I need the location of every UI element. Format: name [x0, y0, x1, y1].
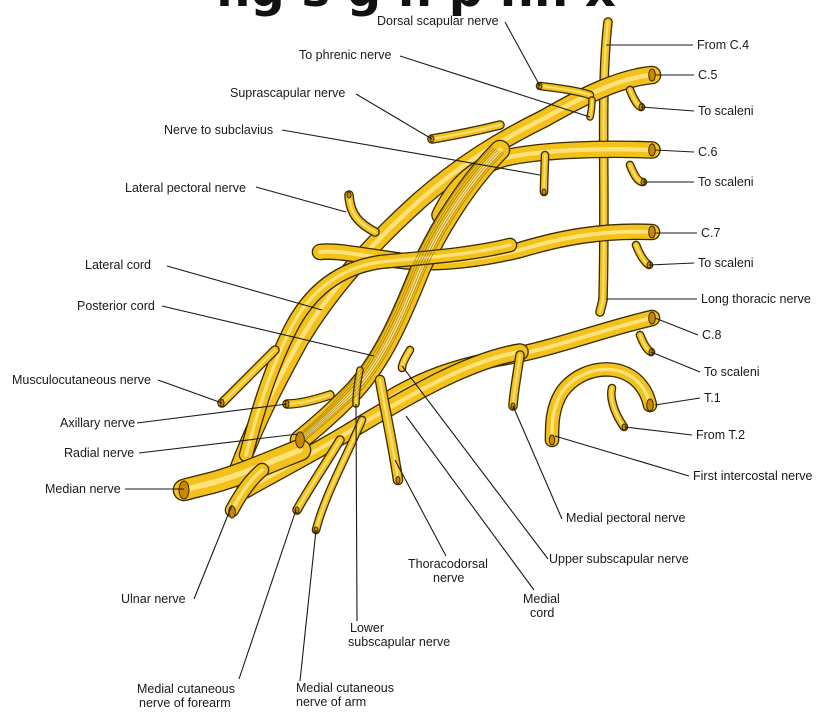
label-musculocutaneous-nerve: Musculocutaneous nerve — [12, 373, 151, 387]
leader-to-scaleni-1 — [641, 107, 694, 111]
leader-medial-cutaneous-arm — [300, 530, 316, 681]
leader-lateral-cord — [167, 266, 322, 310]
label-c7: C.7 — [701, 226, 721, 240]
label-dorsal-scapular-nerve: Dorsal scapular nerve — [377, 14, 499, 28]
label-to-phrenic-nerve: To phrenic nerve — [299, 48, 391, 62]
label-t1: T.1 — [704, 391, 721, 405]
label-lateral-pectoral-nerve: Lateral pectoral nerve — [125, 181, 246, 195]
leader-posterior-cord — [162, 306, 374, 356]
label-c6: C.6 — [698, 145, 718, 159]
label-lower-subscapular-line2: subscapular nerve — [348, 635, 450, 649]
nerve-cut-end — [649, 144, 656, 156]
label-c5: C.5 — [698, 68, 718, 82]
nerve-c4-long-thoracic — [600, 22, 608, 312]
label-medial-cutaneous-arm-line1: Medial cutaneous — [296, 681, 394, 695]
nerve-lateral-pectoral — [349, 195, 375, 232]
leader-dorsal-scapular — [505, 22, 540, 86]
leader-to-scaleni-4 — [651, 352, 700, 372]
nerve-t1-arc — [552, 369, 650, 440]
label-ulnar-nerve: Ulnar nerve — [121, 592, 186, 606]
leader-c6 — [655, 150, 694, 152]
leader-musculocutaneous — [158, 380, 222, 403]
label-radial-nerve: Radial nerve — [64, 446, 134, 460]
label-medial-cutaneous-arm-line2: nerve of arm — [296, 695, 366, 709]
leader-upper-subscapular — [402, 366, 548, 559]
nerve-cut-end — [647, 399, 654, 411]
labels: Dorsal scapular nerve To phrenic nerve S… — [12, 14, 813, 710]
nerve-to-subclavius — [544, 155, 545, 192]
label-posterior-cord: Posterior cord — [77, 299, 155, 313]
label-long-thoracic-nerve: Long thoracic nerve — [701, 292, 811, 306]
leader-suprascapular — [356, 94, 432, 139]
leader-c8 — [655, 318, 698, 335]
nerve-first-intercostal-stub — [611, 388, 624, 427]
nerve-dorsal-scapular — [540, 86, 590, 95]
label-medial-pectoral-nerve: Medial pectoral nerve — [566, 511, 686, 525]
label-upper-subscapular-nerve: Upper subscapular nerve — [549, 552, 689, 566]
label-nerve-to-subclavius: Nerve to subclavius — [164, 123, 273, 137]
nerve-axillary — [287, 395, 330, 404]
label-suprascapular-nerve: Suprascapular nerve — [230, 86, 345, 100]
leader-lateral-pectoral — [256, 187, 346, 212]
label-medial-cord-line1: Medial — [523, 592, 560, 606]
nerve-upper-subscapular-stub — [402, 350, 410, 368]
nerve-cut-end — [649, 226, 656, 238]
leader-from-t2 — [625, 427, 692, 435]
nerve-scaleni-3 — [636, 245, 649, 265]
label-c8: C.8 — [702, 328, 722, 342]
nerve-cut-end — [396, 477, 400, 484]
label-median-nerve: Median nerve — [45, 482, 121, 496]
nerve-cut-end — [542, 189, 546, 195]
nerve-to-phrenic — [590, 100, 592, 117]
nerve-cut-end — [347, 192, 351, 198]
label-to-scaleni-1: To scaleni — [698, 104, 754, 118]
label-lateral-cord: Lateral cord — [85, 258, 151, 272]
nerve-medial-pectoral — [513, 355, 520, 406]
label-thoracodorsal-line2: nerve — [433, 571, 464, 585]
nerve-cut-end — [649, 312, 656, 324]
nerve-cut-end — [549, 435, 555, 445]
label-axillary-nerve: Axillary nerve — [60, 416, 135, 430]
leader-first-intercostal — [555, 436, 689, 476]
nerve-cut-end — [179, 481, 189, 499]
label-medial-cutaneous-forearm-line2: nerve of forearm — [139, 696, 231, 710]
leader-t1 — [655, 398, 700, 405]
label-to-scaleni-4: To scaleni — [704, 365, 760, 379]
label-lower-subscapular-line1: Lower — [350, 621, 384, 635]
label-from-c4: From C.4 — [697, 38, 749, 52]
label-medial-cutaneous-forearm-line1: Medial cutaneous — [137, 682, 235, 696]
label-to-scaleni-2: To scaleni — [698, 175, 754, 189]
leader-thoracodorsal — [395, 460, 446, 556]
nerve-suprascapular — [432, 125, 500, 139]
label-medial-cord-line2: cord — [530, 606, 554, 620]
nerve-scaleni-2 — [630, 165, 643, 182]
label-from-t2: From T.2 — [696, 428, 745, 442]
label-thoracodorsal-line1: Thoracodorsal — [408, 557, 488, 571]
nerve-to-subclavius-n-hi — [544, 155, 545, 192]
nerve-cut-end — [649, 69, 656, 81]
leader-medial-cutaneous-forearm — [239, 510, 296, 679]
label-first-intercostal-nerve: First intercostal nerve — [693, 469, 813, 483]
leader-ulnar — [194, 505, 232, 599]
leader-to-scaleni-3 — [649, 263, 694, 265]
label-to-scaleni-3: To scaleni — [698, 256, 754, 270]
